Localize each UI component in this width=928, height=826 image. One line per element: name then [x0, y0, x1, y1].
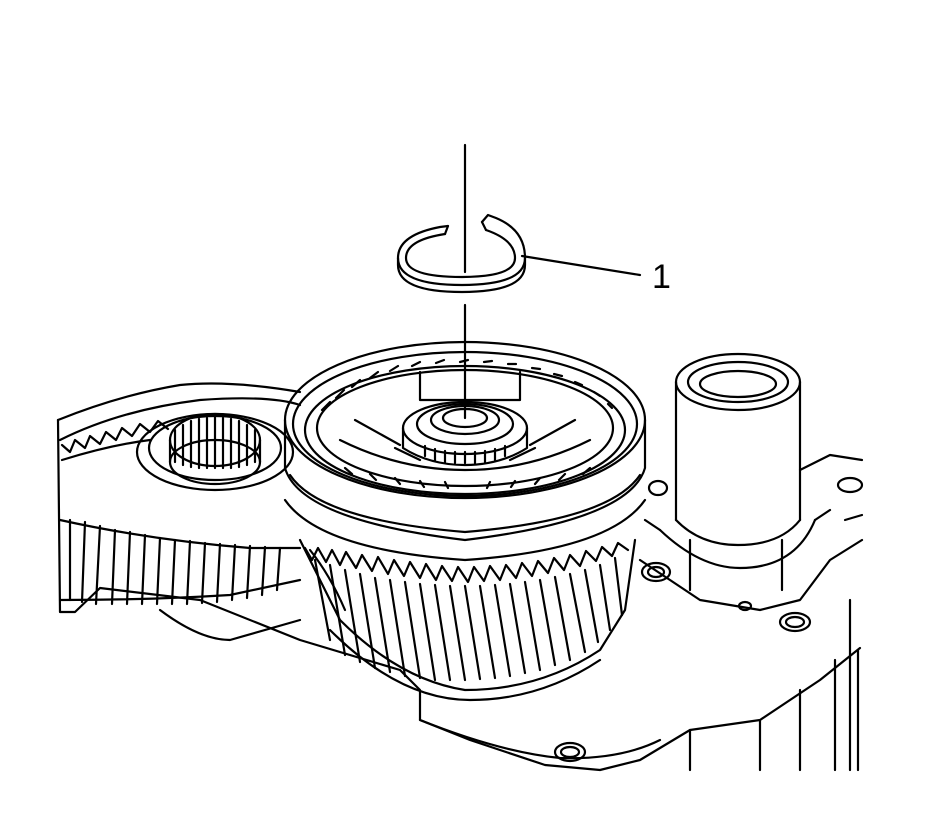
synchronizer-assembly [283, 340, 647, 562]
callout-1: 1 [520, 254, 671, 296]
left-helical-gear [58, 397, 302, 642]
callout-leader-line [520, 254, 642, 277]
main-helical-gear [298, 538, 637, 702]
case-bolt-holes [553, 476, 864, 763]
callout-label-1: 1 [652, 258, 671, 296]
transmission-case [56, 382, 864, 772]
right-bearing-sleeve [643, 352, 832, 592]
snap-ring [396, 213, 527, 294]
